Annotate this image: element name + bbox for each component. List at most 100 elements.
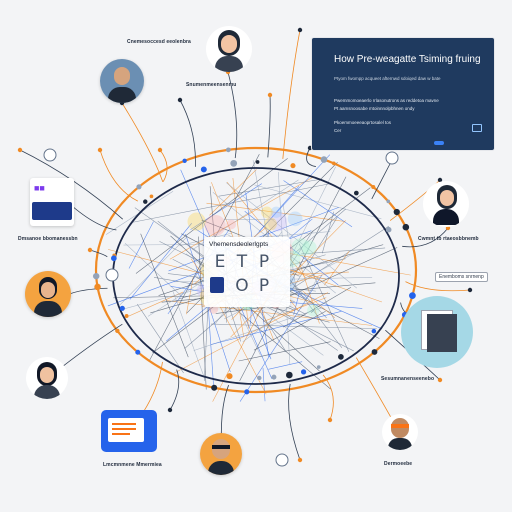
keypad-icon (210, 277, 224, 293)
caption: Sesumnanenseenebo (381, 376, 435, 382)
ring-node (149, 194, 154, 199)
small-node-icon (275, 453, 289, 467)
network-link (186, 277, 194, 315)
ring-node (285, 371, 293, 379)
person-avatar (206, 26, 252, 72)
spoke-link (282, 29, 301, 159)
network-link (215, 307, 259, 314)
spoke-link (159, 149, 168, 182)
spoke-link (371, 159, 393, 200)
person-avatar (26, 357, 68, 399)
caption: Dermoeebe (384, 461, 413, 467)
ring-node (135, 349, 141, 355)
center-letter: P (258, 276, 270, 296)
spoke-link (322, 374, 334, 421)
tablet-device-icon: ■■ (30, 178, 74, 226)
network-link (293, 292, 300, 315)
ring-node (385, 226, 392, 233)
right-chip-label: Enemboms snrnenp (435, 272, 488, 282)
network-node (177, 97, 183, 103)
ring-node (136, 184, 142, 190)
ring-node (230, 159, 238, 167)
network-link (172, 290, 205, 379)
spoke-link (121, 102, 164, 183)
caption: Cwmnt tb rtaeosbbnemb (418, 236, 479, 242)
network-link (298, 243, 350, 352)
ring-node (182, 158, 187, 163)
network-node (297, 457, 303, 463)
network-link (169, 176, 314, 260)
ring-node (409, 292, 416, 300)
center-letter: O (235, 276, 249, 296)
panel-body-line: Pkoemmoeeeaoprtosalel tos (334, 120, 392, 125)
network-link (132, 183, 330, 223)
ring-node (393, 208, 400, 216)
ring-node (119, 305, 125, 311)
spoke-link (306, 147, 316, 167)
ring-node (371, 328, 377, 334)
network-link (210, 311, 342, 345)
network-node (327, 417, 333, 423)
ring-node (402, 223, 410, 231)
ring-node (94, 283, 101, 291)
ring-node (124, 314, 129, 318)
small-node-icon (105, 268, 119, 282)
network-node (17, 147, 23, 153)
network-link (301, 247, 386, 255)
spoke-link (267, 94, 271, 158)
spoke-link (227, 71, 238, 159)
network-node (297, 27, 303, 33)
network-blob (307, 304, 320, 317)
ring-node (290, 163, 296, 169)
network-link (128, 291, 184, 317)
network-link (206, 202, 345, 222)
ring-node (353, 190, 359, 196)
network-link (209, 169, 257, 216)
network-link (300, 276, 319, 310)
network-blob (261, 206, 273, 219)
documents-circle-icon (401, 296, 473, 368)
network-link (135, 158, 288, 274)
spoke-link (405, 281, 471, 292)
network-blob (267, 211, 288, 232)
ring-node (257, 375, 262, 381)
network-link (238, 341, 331, 362)
network-link (283, 287, 352, 328)
network-link (226, 181, 307, 279)
panel-body-line: Cer (334, 128, 342, 133)
caption: Cnemesoccesd eeolenbra (127, 39, 191, 45)
spoke-link (169, 369, 180, 411)
network-link (140, 233, 189, 358)
network-link (203, 306, 209, 381)
caption: Snumenmeensenmu (186, 82, 237, 88)
ring-node (271, 374, 277, 380)
network-node (267, 92, 273, 98)
center-letter: P (258, 252, 270, 272)
person-avatar (100, 59, 144, 103)
network-link (226, 182, 357, 289)
person-avatar (25, 271, 71, 317)
network-node (97, 147, 103, 153)
orange-ring (94, 146, 418, 394)
center-letter: T (236, 252, 248, 272)
network-link (302, 290, 336, 319)
network-blob (226, 219, 237, 230)
person-avatar (382, 414, 418, 450)
network-link (283, 180, 353, 228)
panel-toggle-icon (434, 141, 444, 145)
person-avatar (200, 433, 242, 475)
caption: Lmcmnmene Mmermiea (103, 462, 162, 468)
network-blob (187, 212, 206, 231)
ring-node (244, 389, 250, 395)
ring-node (111, 255, 117, 262)
small-node-icon (43, 148, 57, 162)
ring-node (371, 184, 376, 190)
ring-node (200, 166, 207, 173)
ring-node (225, 147, 231, 153)
ring-node (386, 199, 391, 204)
ring-node (115, 328, 120, 334)
network-link (210, 323, 377, 329)
network-blob (270, 206, 282, 218)
network-blob (291, 238, 310, 257)
person-avatar (423, 181, 469, 227)
